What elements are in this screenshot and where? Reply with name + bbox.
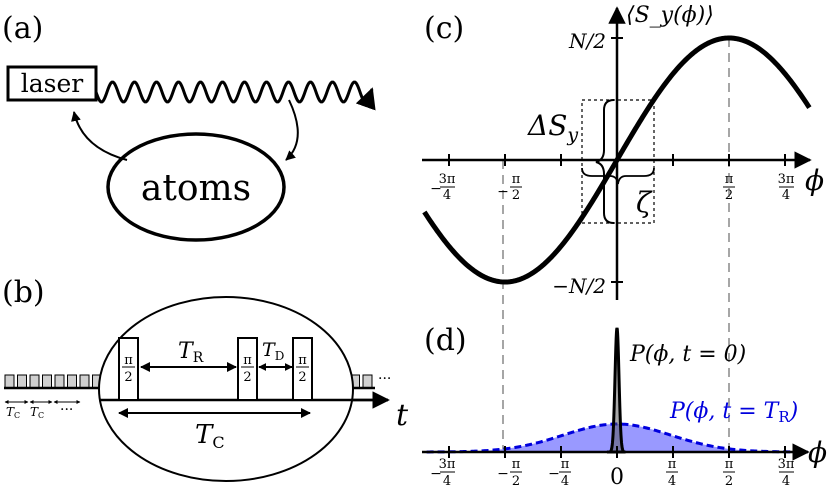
small-pulse bbox=[362, 374, 373, 389]
c-tick-labels: 3π4 − π2 π2 3π4 bbox=[439, 172, 795, 203]
panel-b: (b) ··· t TC TC ··· π 2 π 2 bbox=[2, 275, 409, 482]
pulse-3: π 2 bbox=[292, 337, 313, 401]
pulse-1: π 2 bbox=[118, 337, 139, 401]
panel-a-label: (a) bbox=[2, 11, 43, 46]
svg-text:2: 2 bbox=[512, 188, 520, 203]
small-pulse bbox=[54, 374, 65, 389]
c-tick-minus-3pi4: − bbox=[430, 181, 442, 197]
svg-text:4: 4 bbox=[443, 188, 451, 203]
svg-text:π: π bbox=[725, 457, 734, 472]
svg-text:2: 2 bbox=[725, 188, 733, 203]
svg-text:4: 4 bbox=[443, 474, 451, 489]
pulse-train-left bbox=[4, 374, 102, 389]
svg-text:−: − bbox=[430, 466, 442, 482]
svg-text:4: 4 bbox=[782, 188, 790, 203]
sine-curve bbox=[422, 35, 812, 285]
atoms-ellipse bbox=[106, 132, 286, 242]
svg-text:3π: 3π bbox=[439, 457, 456, 472]
svg-text:π: π bbox=[124, 353, 133, 368]
td-label: TD bbox=[262, 339, 284, 363]
panel-c-label: (c) bbox=[424, 11, 464, 46]
delta-sy-box bbox=[581, 99, 655, 224]
tc-label: TC bbox=[195, 420, 225, 452]
small-tc-ellipsis: ··· bbox=[60, 402, 73, 418]
d-zero-label: 0 bbox=[610, 465, 624, 490]
c-y-label: ⟨S_y(ϕ)⟩ bbox=[626, 3, 714, 28]
svg-text:4: 4 bbox=[782, 474, 790, 489]
svg-text:π: π bbox=[298, 353, 307, 368]
panel-a: (a) laser atoms bbox=[2, 11, 376, 242]
panel-d-label: (d) bbox=[424, 323, 467, 358]
feedback-arrow-left bbox=[71, 111, 128, 161]
narrow-peak bbox=[606, 327, 626, 454]
ellipsis-right: ··· bbox=[378, 371, 391, 387]
panel-b-label: (b) bbox=[2, 275, 45, 310]
c-x-symbol: ϕ bbox=[805, 164, 824, 197]
c-ticks bbox=[448, 37, 786, 283]
svg-text:π: π bbox=[561, 457, 570, 472]
svg-text:3π: 3π bbox=[778, 457, 795, 472]
panel-c: (c) − 3π4 − π2 π2 3π4 ϕ ⟨S_y(ϕ)⟩ N/2 −N/… bbox=[422, 3, 824, 450]
laser-beam-wave bbox=[94, 80, 376, 111]
c-y-top-label: N/2 bbox=[568, 29, 606, 53]
svg-text:2: 2 bbox=[512, 474, 520, 489]
pr-label: P(ϕ, t = TR) bbox=[669, 399, 798, 426]
svg-text:4: 4 bbox=[561, 474, 569, 489]
svg-text:2: 2 bbox=[124, 370, 132, 385]
small-pulse bbox=[42, 374, 52, 389]
c-y-bottom-label: −N/2 bbox=[552, 274, 606, 298]
zeta-brace bbox=[581, 167, 655, 185]
zeta-label: ζ bbox=[636, 186, 653, 219]
small-tc-label-2: TC bbox=[30, 405, 44, 420]
svg-text:3π: 3π bbox=[439, 172, 456, 187]
small-pulse bbox=[17, 374, 27, 389]
p0-label: P(ϕ, t = 0) bbox=[629, 342, 746, 367]
svg-text:π: π bbox=[725, 172, 734, 187]
d-ticks bbox=[448, 446, 786, 458]
svg-text:π: π bbox=[668, 457, 677, 472]
tr-label: TR bbox=[178, 339, 204, 366]
svg-text:4: 4 bbox=[668, 474, 676, 489]
small-tc-label-1: TC bbox=[6, 405, 20, 420]
d-x-symbol: ϕ bbox=[808, 436, 827, 469]
svg-text:2: 2 bbox=[725, 474, 733, 489]
delta-sy-brace bbox=[595, 99, 615, 224]
svg-text:2: 2 bbox=[298, 370, 306, 385]
small-pulse bbox=[67, 374, 77, 389]
d-tick-labels: − 3π 4 − π 2 − π 4 π 4 π 2 3π 4 bbox=[430, 457, 795, 489]
svg-text:3π: 3π bbox=[778, 172, 795, 187]
delta-sy-label: ΔSy bbox=[527, 109, 578, 146]
small-pulse bbox=[79, 374, 90, 389]
pulse-2: π 2 bbox=[237, 337, 258, 401]
panel-d: (d) ϕ − 3π 4 − π 2 − π 4 π 4 π 2 3π 4 0 P(ϕ, t… bbox=[422, 323, 827, 490]
zoom-ellipse bbox=[98, 296, 354, 482]
laser-label: laser bbox=[21, 69, 84, 98]
laser-box bbox=[6, 65, 98, 102]
t-axis-label: t bbox=[396, 398, 409, 433]
svg-text:−: − bbox=[497, 466, 509, 482]
svg-text:−: − bbox=[548, 466, 560, 482]
svg-text:π: π bbox=[512, 172, 521, 187]
small-pulse bbox=[4, 374, 15, 389]
small-pulse bbox=[29, 374, 40, 389]
atoms-label: atoms bbox=[141, 168, 251, 209]
feedback-arrow-right bbox=[285, 99, 299, 161]
svg-text:π: π bbox=[512, 457, 521, 472]
svg-text:π: π bbox=[243, 353, 252, 368]
svg-text:2: 2 bbox=[243, 370, 251, 385]
svg-text:−: − bbox=[497, 184, 509, 200]
